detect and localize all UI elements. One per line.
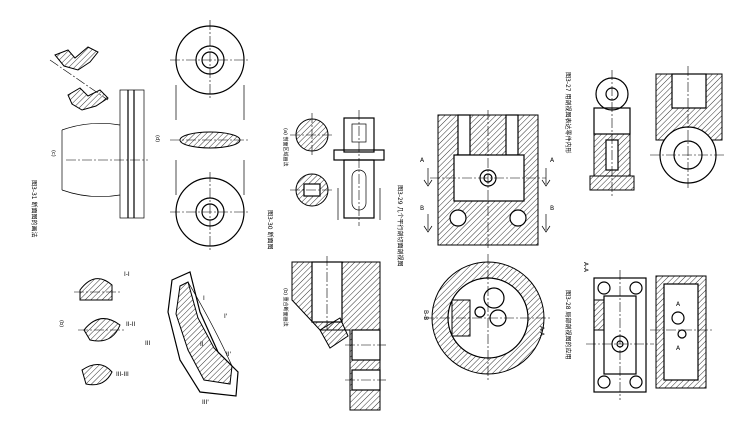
- shaft-drawing: [61, 89, 148, 219]
- tooth-section-drawing: [49, 46, 109, 111]
- label-a-right: A: [550, 157, 555, 164]
- label-b-left: B: [420, 205, 424, 212]
- hook-drawing: [167, 271, 239, 397]
- bracket-front-view: [650, 66, 726, 190]
- label-ii: II: [200, 341, 204, 348]
- label-a-upper: A: [676, 301, 681, 308]
- sub-a-caption: (a) 剖面区域画法: [282, 128, 289, 167]
- label-ii-prime: II': [226, 351, 232, 358]
- round-section-view: [424, 254, 552, 382]
- label-i-i: I-I: [124, 271, 130, 278]
- label-b-right: B: [550, 205, 554, 212]
- fig-3-29-group: A B A B 图3-29 几个平行剖切面剖视图 B-B A-A: [396, 110, 555, 382]
- sub-b2-caption: (b): [58, 320, 64, 327]
- fork-part-drawing: [333, 110, 385, 226]
- fig-3-27-group: 图3-27 用剖视图表达零件内形: [564, 66, 726, 196]
- fig-3-28-group: 图3-28 局部剖视图的应用 A-A A A: [564, 262, 714, 400]
- label-ii-ii: II-II: [126, 321, 135, 328]
- fig-3-31-caption: 图3-31 断面图的画法: [30, 180, 38, 238]
- housing-plan-view: [586, 270, 654, 400]
- sub-b-caption: (b) 重合断面画法: [282, 288, 289, 327]
- flange-bottom-view: [170, 160, 250, 252]
- label-a-a-top: A-A: [582, 262, 589, 273]
- stepped-section-view: [430, 110, 546, 250]
- label-a-left: A: [420, 157, 425, 164]
- fig-3-30-caption: 图3-30 断面图: [266, 210, 274, 250]
- label-a-a-bottom: A-A: [538, 326, 545, 337]
- fig-3-30-group: (a) 剖面区域画法 图3-30 断面图 (b) 重合断面画法: [266, 110, 386, 411]
- label-a-lower: A: [676, 345, 681, 352]
- fig-3-27-caption: 图3-27 用剖视图表达零件内形: [564, 72, 572, 154]
- sub-d-caption: (d): [154, 135, 160, 142]
- housing-section-view: [650, 275, 714, 389]
- fig-3-28-caption: 图3-28 局部剖视图的应用: [564, 290, 572, 360]
- fig-3-31-group: (c) (d) 图3-31 断面图的画法: [30, 20, 250, 406]
- label-iii: III: [145, 340, 151, 347]
- label-i: I: [203, 295, 205, 302]
- label-iii-prime: III': [202, 399, 209, 406]
- bracket-section-drawing: [291, 256, 386, 411]
- section-shapes: [74, 278, 126, 386]
- fig-3-29-caption: 图3-29 几个平行剖切面剖视图: [396, 185, 404, 267]
- bracket-side-view: [589, 70, 635, 196]
- label-iii-iii: III-III: [116, 371, 129, 378]
- sub-c-caption: (c): [50, 150, 56, 157]
- label-b-b: B-B: [422, 310, 429, 320]
- flange-top-view: [170, 20, 250, 120]
- label-i-prime: I': [224, 313, 228, 320]
